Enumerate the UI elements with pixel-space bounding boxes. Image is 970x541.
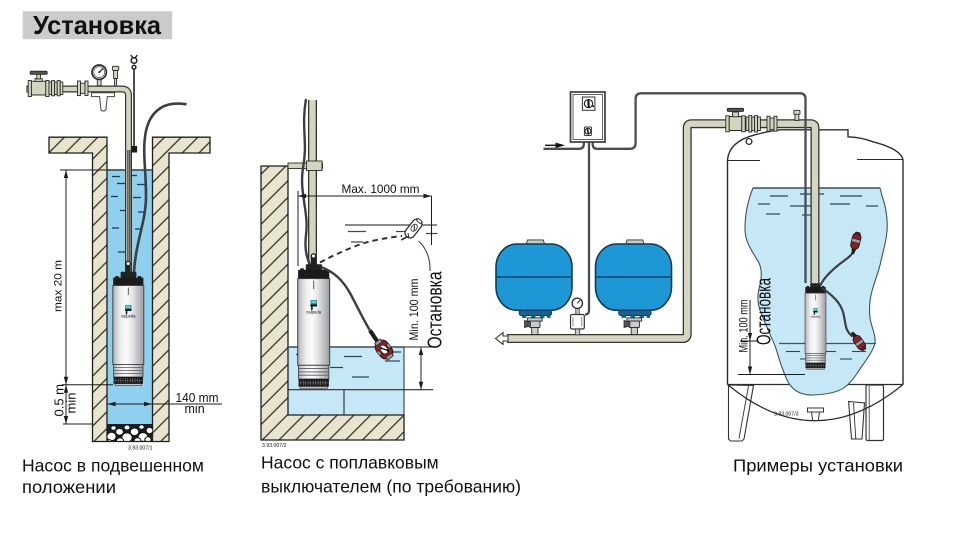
svg-text:Остановка: Остановка <box>754 277 776 345</box>
svg-text:Min. 100 mm: Min. 100 mm <box>407 279 421 341</box>
svg-text:min: min <box>64 393 79 414</box>
svg-text:Остановка: Остановка <box>425 271 447 349</box>
svg-text:Примеры установки: Примеры установки <box>733 456 903 476</box>
svg-text:3.93.007/2: 3.93.007/2 <box>262 443 287 449</box>
svg-text:выключателем (по требованию): выключателем (по требованию) <box>261 477 521 497</box>
svg-text:положении: положении <box>22 477 116 497</box>
svg-text:Насос с поплавковым: Насос с поплавковым <box>261 453 439 473</box>
svg-text:Насос в подвешенном: Насос в подвешенном <box>22 456 204 476</box>
svg-text:Min. 100 mm: Min. 100 mm <box>737 300 751 353</box>
svg-text:140 mm: 140 mm <box>176 391 219 405</box>
svg-text:3.93.007/3: 3.93.007/3 <box>774 412 799 418</box>
svg-text:0.5 m: 0.5 m <box>52 384 67 417</box>
svg-text:min: min <box>185 402 205 416</box>
svg-text:3.93.007/1: 3.93.007/1 <box>128 446 153 452</box>
svg-text:max 20 m: max 20 m <box>53 260 65 312</box>
svg-text:Max. 1000 mm: Max. 1000 mm <box>342 182 420 196</box>
svg-text:Установка: Установка <box>33 10 162 40</box>
